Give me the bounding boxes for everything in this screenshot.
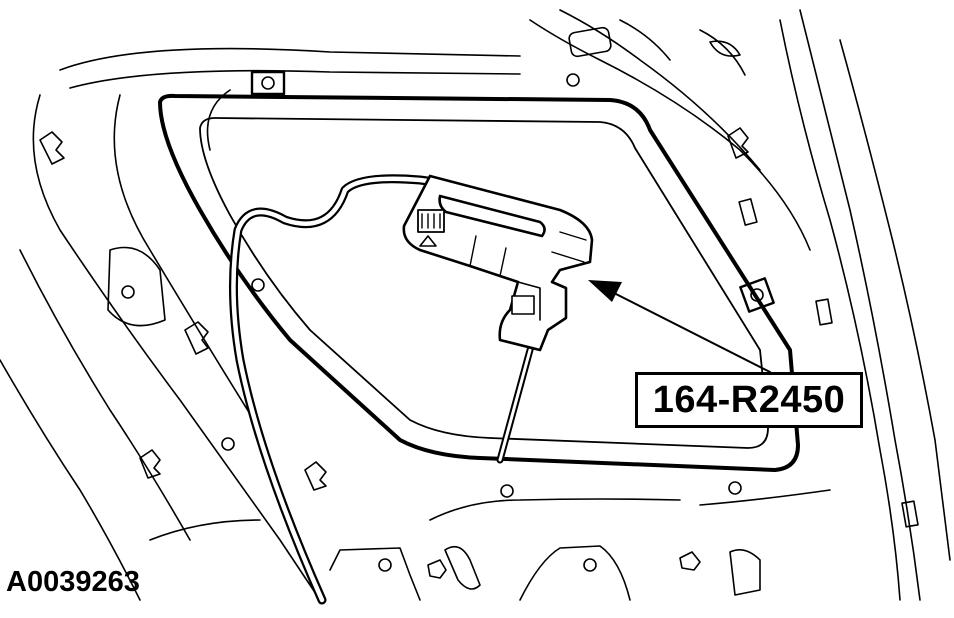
air-hose <box>228 174 534 605</box>
power-tool-icon <box>402 174 594 352</box>
tool-number-callout: 164-R2450 <box>635 372 863 428</box>
figure-id-label: A0039263 <box>6 566 140 598</box>
arrow-icon <box>588 280 771 373</box>
mounting-holes <box>121 73 742 572</box>
access-opening <box>158 93 800 472</box>
panel-clips <box>39 26 919 596</box>
body-panel-outline <box>0 9 951 601</box>
